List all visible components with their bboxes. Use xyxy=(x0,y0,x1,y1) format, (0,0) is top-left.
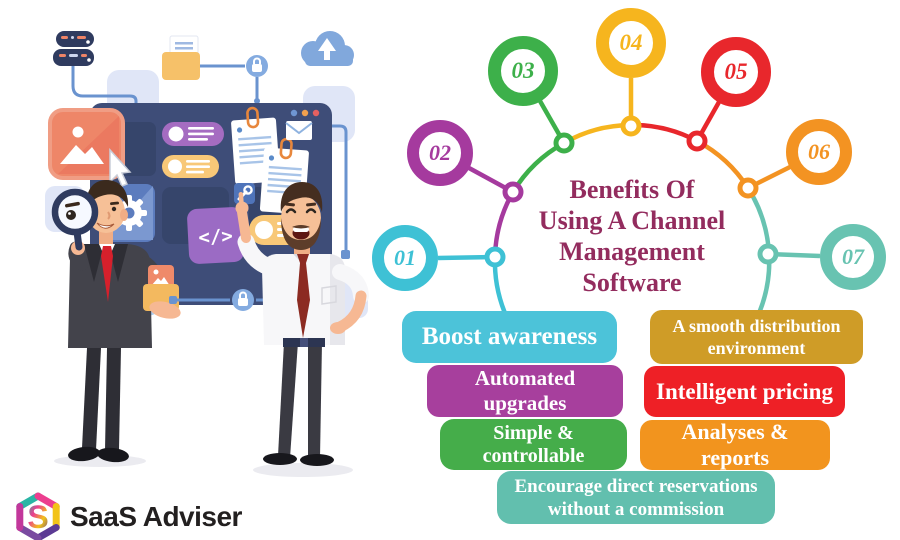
window-dot xyxy=(312,109,320,117)
benefit-box-boost-awareness: Boost awareness xyxy=(402,311,617,363)
connector-lines xyxy=(71,64,348,250)
brand-logo: S SaaS Adviser xyxy=(16,492,242,540)
chat-bubble-icon xyxy=(162,122,224,146)
step-number: 02 xyxy=(429,140,451,165)
benefit-box-smooth-distribution: A smooth distribution environment xyxy=(650,310,863,364)
benefit-label: Intelligent pricing xyxy=(656,378,833,404)
step-connector-03 xyxy=(538,99,566,145)
step-circle-01: 01 xyxy=(372,225,438,291)
infographic-title: Benefits Of Using A Channel Management S… xyxy=(492,174,772,298)
step-circle-06: 06 xyxy=(786,119,852,185)
title-line: Software xyxy=(582,268,682,297)
step-circle-07: 07 xyxy=(820,224,886,290)
step-connector-05 xyxy=(695,100,721,143)
benefit-label: A smooth distribution environment xyxy=(672,316,841,358)
benefit-box-simple-controllable: Simple & controllable xyxy=(440,419,627,470)
folder-icon xyxy=(162,35,200,80)
man-pointing-up xyxy=(235,182,369,477)
svg-text:S: S xyxy=(27,499,48,535)
server-icon xyxy=(53,31,94,66)
arc-segment-04 xyxy=(562,122,632,145)
step-circle-04: 04 xyxy=(596,8,666,78)
step-number: 06 xyxy=(808,139,830,164)
benefit-label: Boost awareness xyxy=(421,323,598,350)
saas-adviser-logo-icon: S xyxy=(16,492,60,540)
benefit-label: Encourage direct reservations without a … xyxy=(514,475,758,520)
step-circle-03: 03 xyxy=(488,36,558,106)
benefit-box-direct-reservations: Encourage direct reservations without a … xyxy=(497,471,775,524)
left-illustration: </> xyxy=(45,31,369,477)
window-dot xyxy=(301,109,309,117)
wrench-icon xyxy=(234,183,255,204)
step-number: 07 xyxy=(842,244,864,269)
step-number: 03 xyxy=(511,58,535,83)
step-connector-07 xyxy=(767,251,821,259)
chat-bubble-icon xyxy=(162,155,219,178)
envelope-icon xyxy=(285,121,313,140)
benefit-box-automated-upgrades: Automated upgrades xyxy=(427,365,623,417)
arc-node-04 xyxy=(620,115,642,137)
benefit-label: Simple & controllable xyxy=(482,421,585,467)
benefit-label: Analyses & reports xyxy=(681,419,789,470)
title-line: Management xyxy=(559,237,705,266)
step-number: 01 xyxy=(394,245,416,270)
window-dot xyxy=(290,109,298,117)
step-connector-01 xyxy=(437,254,496,261)
benefit-label: Automated upgrades xyxy=(474,366,576,415)
step-number: 05 xyxy=(724,59,748,84)
arc-node-05 xyxy=(686,130,708,152)
magnifying-glass-icon xyxy=(51,188,99,251)
arc-node-03 xyxy=(553,132,575,154)
benefit-box-intelligent-pricing: Intelligent pricing xyxy=(644,366,845,417)
step-number: 04 xyxy=(619,30,643,55)
open-hand xyxy=(149,301,181,319)
lock-icon xyxy=(232,289,254,311)
code-icon: </> xyxy=(187,207,244,264)
cloud-upload-icon xyxy=(301,31,354,66)
step-circle-05: 05 xyxy=(701,37,771,107)
title-line: Benefits Of xyxy=(569,175,695,204)
title-line: Using A Channel xyxy=(538,206,726,235)
lock-icon xyxy=(246,55,268,77)
svg-text:</>: </> xyxy=(198,225,233,249)
arc-segment-05 xyxy=(630,122,699,143)
image-placeholder-icon xyxy=(48,108,125,180)
step-circle-02: 02 xyxy=(407,120,473,186)
brand-name: SaaS Adviser xyxy=(70,501,242,532)
benefit-box-analyses-reports: Analyses & reports xyxy=(640,419,830,470)
